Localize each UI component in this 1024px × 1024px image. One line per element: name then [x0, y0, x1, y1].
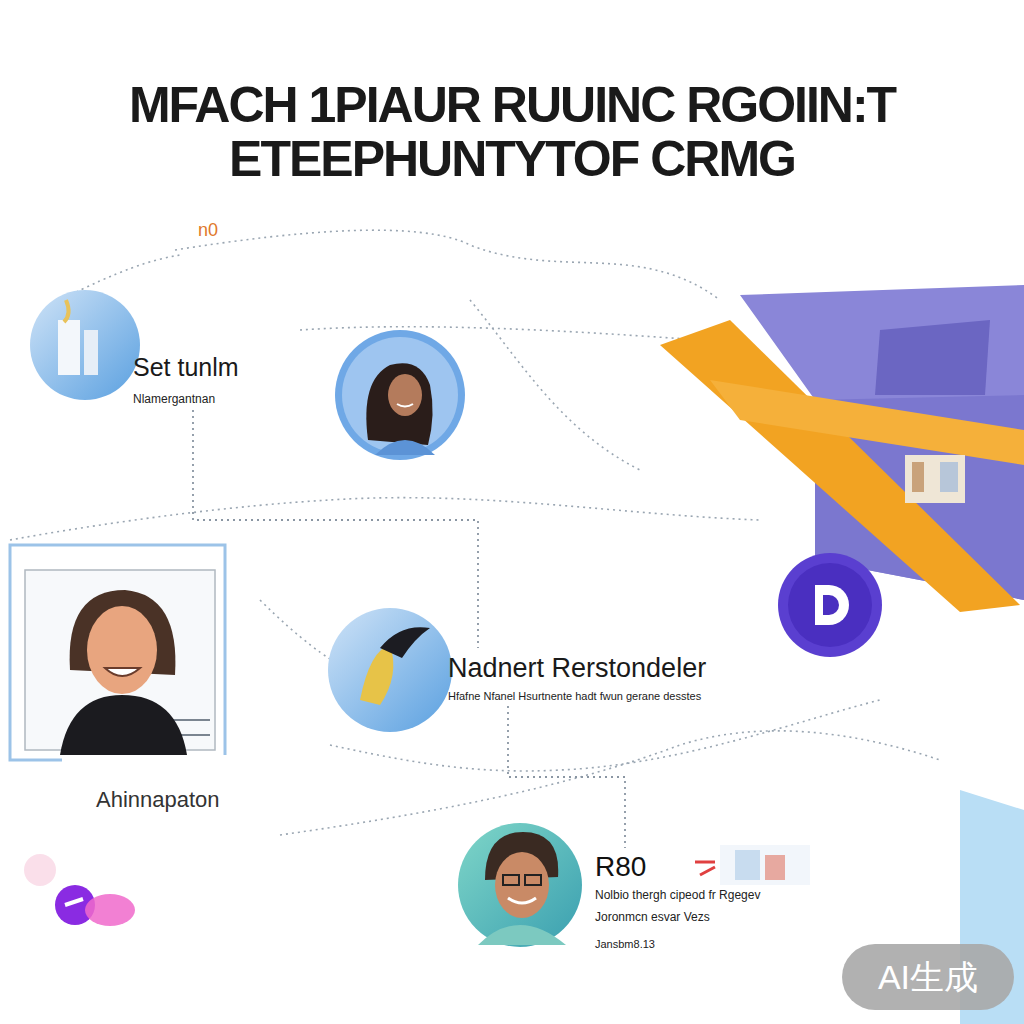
- title: MFACH 1PIAUR RUUINC RGOIIN:T ETEEPHUNTYT…: [12, 78, 1012, 186]
- node-body: Jansbm8.13: [595, 938, 825, 950]
- watermark: AI生成: [842, 944, 1014, 1010]
- profile-card: R80Nolbio thergh cipeod fr RgegevJoronmc…: [595, 852, 825, 950]
- text-group: Nadnert RerstondelerHfafne Nfanel Hsurtn…: [448, 652, 808, 702]
- node-heading: Ahinnapaton: [96, 787, 220, 813]
- node-heading: Nadnert Rerstondeler: [448, 652, 808, 684]
- node-heading: R80: [595, 852, 825, 882]
- node-body: Nolbio thergh cipeod fr Rgegev: [595, 888, 825, 902]
- node-body: Hfafne Nfanel Hsurtnente hadt fwun geran…: [448, 690, 808, 702]
- dotted-connector: [193, 410, 478, 648]
- node-heading: Set tunlm: [133, 352, 323, 382]
- node-body: Nlamergantnan: [133, 392, 323, 406]
- portrait-panel: Ahinnapaton: [10, 545, 280, 825]
- text-group: Set tunlmNlamergantnan: [133, 352, 323, 406]
- node-body: Joronmcn esvar Vezs: [595, 910, 825, 924]
- label: n0: [198, 220, 218, 241]
- dotted-connector: [508, 706, 625, 848]
